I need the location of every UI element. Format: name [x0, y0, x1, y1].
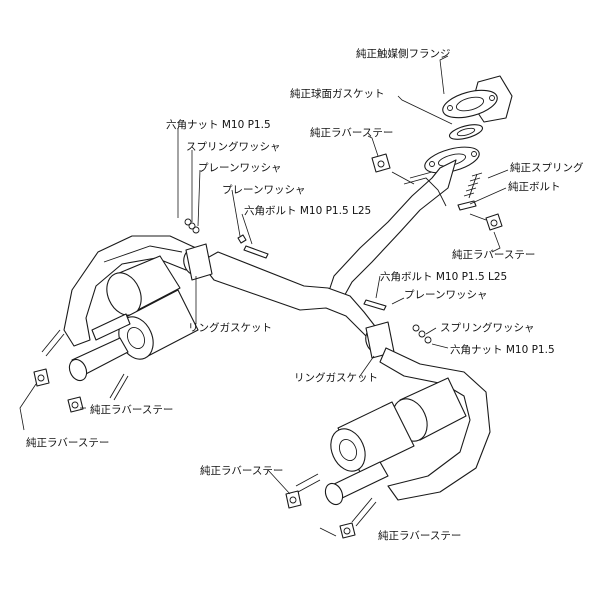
label-rubber-stay-left-low: 純正ラバーステー [26, 436, 109, 449]
label-rubber-stay-top: 純正ラバーステー [310, 126, 393, 139]
label-spring-washer-right: スプリングワッシャ [440, 321, 535, 334]
label-rubber-stay-right: 純正ラバーステー [452, 248, 535, 261]
left-tailpipe [68, 313, 131, 382]
label-bolt: 純正ボルト [508, 180, 561, 193]
rubber-stay-top-icon [371, 153, 415, 185]
label-sphere-gasket: 純正球面ガスケット [290, 87, 385, 100]
label-ring-gasket-right: リングガスケット [294, 371, 378, 384]
label-ring-gasket-left: リングガスケット [188, 321, 272, 334]
right-tailpipe [324, 461, 389, 506]
label-spring: 純正スプリング [510, 161, 584, 174]
left-pipe-loop [63, 235, 197, 347]
label-rubber-stay-bottom-mid: 純正ラバーステー [200, 464, 283, 477]
label-plain-washer-right: プレーンワッシャ [404, 289, 487, 301]
catalyst-flange [442, 75, 513, 123]
label-rubber-stay-left-mid: 純正ラバーステー [90, 403, 173, 416]
right-fastener-stack [363, 299, 432, 344]
label-hex-bolt-right: 六角ボルト M10 P1.5 L25 [380, 271, 507, 283]
label-cat-flange: 純正触媒側フランジ [356, 47, 451, 60]
right-hanger-rods [295, 473, 377, 527]
label-rubber-stay-bottom-right: 純正ラバーステー [378, 529, 461, 542]
right-muffler-front [330, 401, 415, 473]
label-nut-right: 六角ナット M10 P1.5 [450, 344, 555, 356]
label-plain-washer-left-2: プレーンワッシャ [222, 184, 305, 196]
label-plain-washer-left-1: プレーンワッシャ [198, 162, 281, 174]
leader-lines [19, 55, 509, 537]
right-pipe-loop [379, 347, 491, 501]
sphere-gasket [448, 124, 484, 140]
left-muffler-front [118, 289, 199, 360]
rubber-stay-bottom-right-icon [339, 522, 356, 539]
left-fastener-stack [184, 218, 269, 259]
label-spring-washer-left: スプリングワッシャ [186, 140, 281, 153]
rubber-stay-left-low-icon [67, 396, 84, 413]
label-hex-bolt-left: 六角ボルト M10 P1.5 L25 [244, 205, 371, 217]
left-hanger-rods [41, 329, 129, 401]
spring-icon [463, 172, 483, 199]
rubber-stay-left-mid-icon [33, 368, 50, 387]
rubber-stay-right-icon [469, 213, 503, 231]
right-muffler-back [392, 377, 467, 442]
part-labels: 純正触媒側フランジ 純正球面ガスケット 純正ラバーステー 純正スプリング 純正ボ… [26, 47, 584, 542]
ring-gasket-left-icon [183, 243, 213, 281]
label-nut-left: 六角ナット M10 P1.5 [166, 119, 271, 131]
rubber-stay-bottom-mid-icon [285, 490, 302, 509]
left-muffler-back [106, 255, 181, 316]
